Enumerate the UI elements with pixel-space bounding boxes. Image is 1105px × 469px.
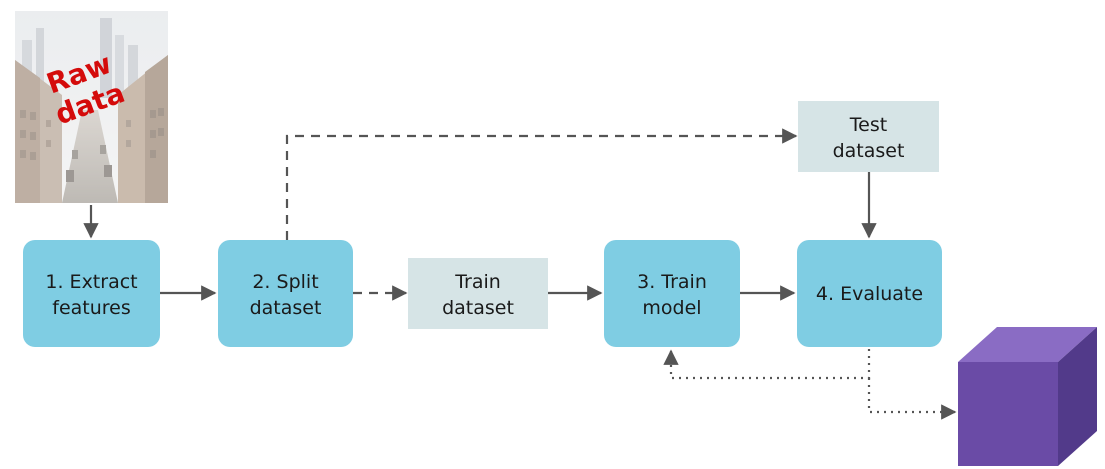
raw-data-image: Raw data xyxy=(15,11,168,203)
arrow-evaluate-to-model-cube xyxy=(867,378,957,420)
test-dataset-line2: dataset xyxy=(833,140,905,162)
train-dataset-box: Train dataset xyxy=(408,258,548,329)
step-extract-line1: 1. Extract xyxy=(45,271,137,293)
step-train-line2: model xyxy=(642,297,701,319)
test-dataset-line1: Test xyxy=(849,114,887,136)
model-cube-icon xyxy=(958,327,1097,466)
step-split-line1: 2. Split xyxy=(252,271,318,293)
step-split-dataset: 2. Split dataset xyxy=(218,240,353,347)
arrow-split-to-test-dataset xyxy=(285,128,798,240)
feedback-arrow-evaluate-to-model xyxy=(663,349,871,380)
step-extract-features: 1. Extract features xyxy=(23,240,160,347)
step-extract-line2: features xyxy=(52,297,131,319)
step-evaluate-line1: 4. Evaluate xyxy=(816,283,923,305)
train-dataset-line2: dataset xyxy=(442,297,514,319)
test-dataset-box: Test dataset xyxy=(798,101,939,172)
train-dataset-line1: Train xyxy=(454,271,501,293)
connectors xyxy=(83,128,957,420)
step-split-line2: dataset xyxy=(250,297,322,319)
step-evaluate: 4. Evaluate xyxy=(797,240,942,347)
step-train-model: 3. Train model xyxy=(604,240,740,347)
step-train-line1: 3. Train xyxy=(637,271,707,293)
